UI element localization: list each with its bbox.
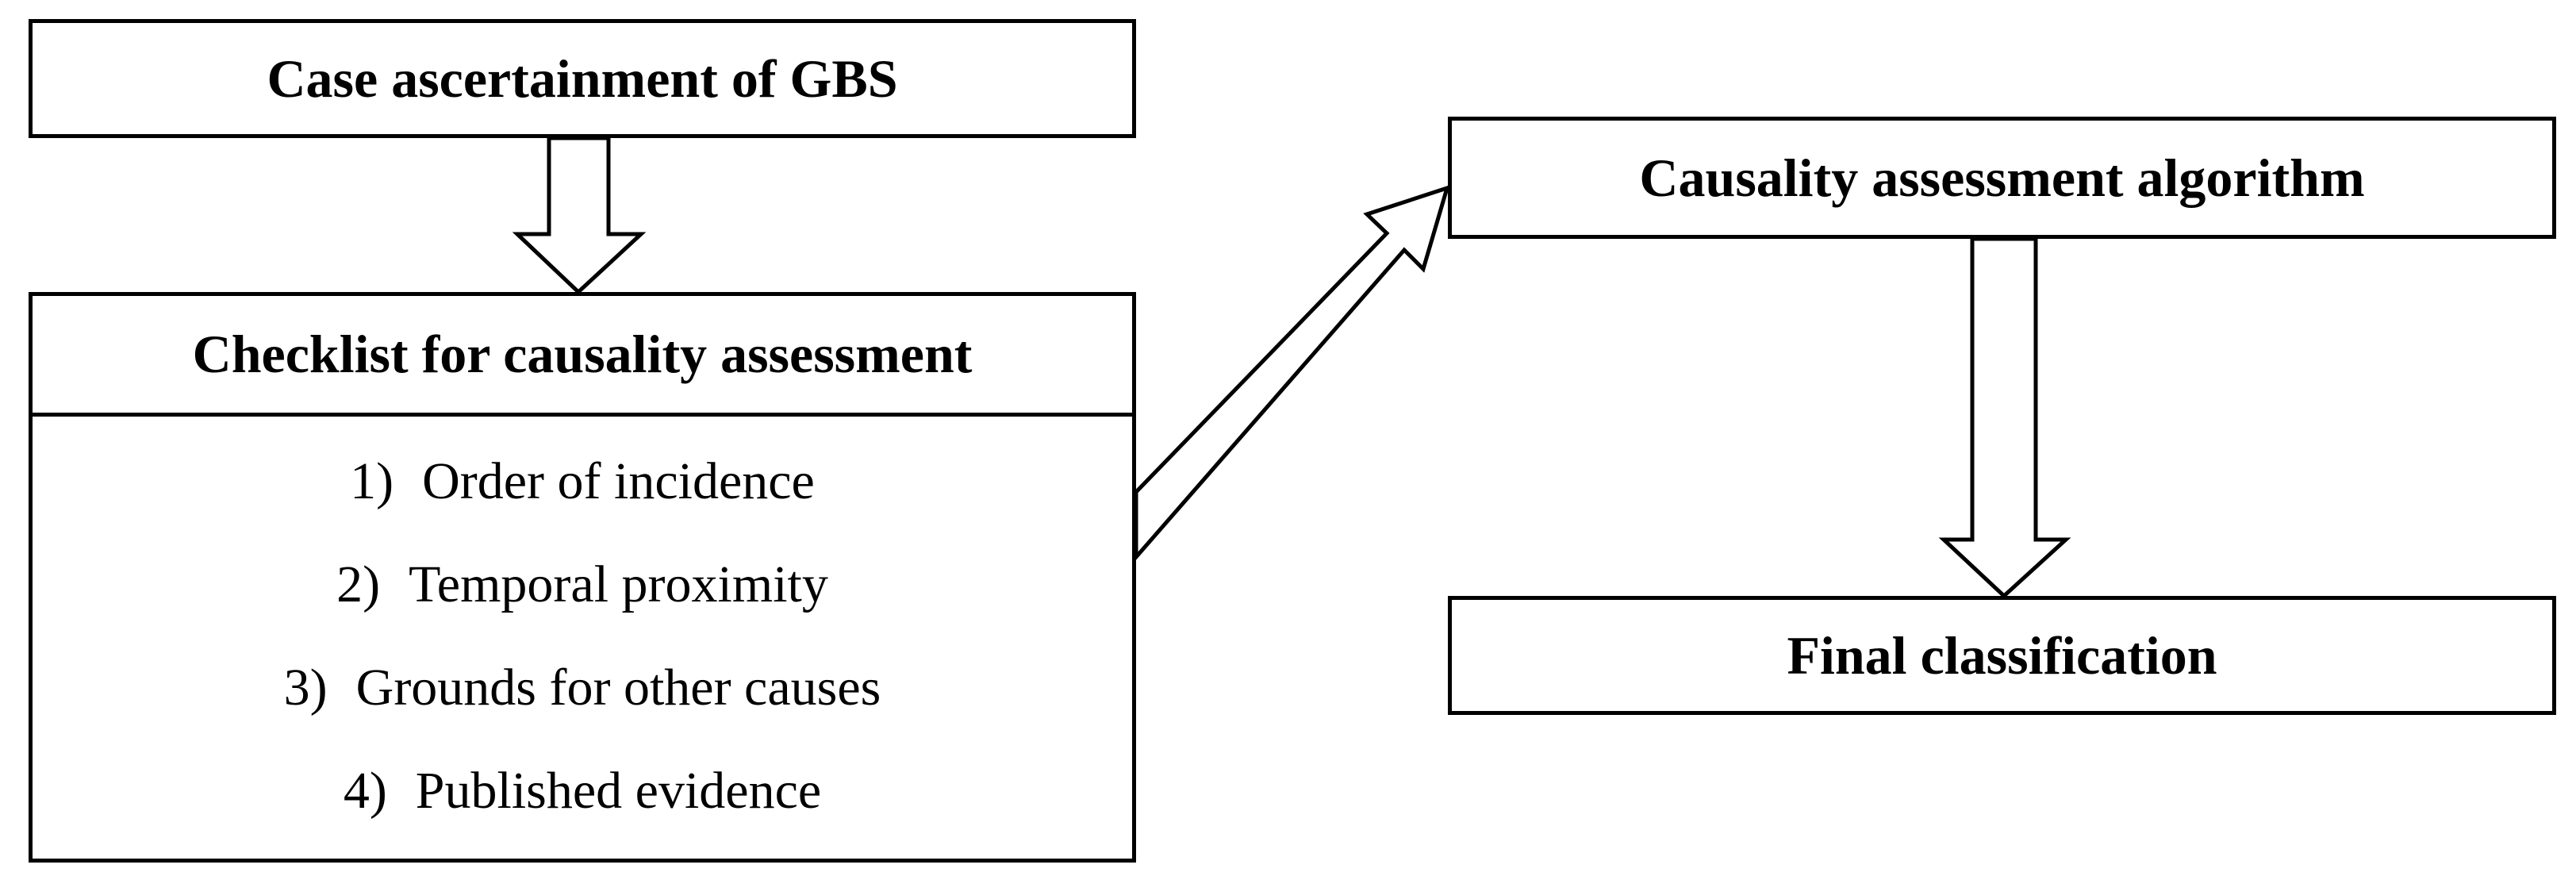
checklist-item: 2) Temporal proximity xyxy=(33,553,1132,617)
final-classification-box: Final classification xyxy=(1448,596,2556,715)
checklist-box: Checklist for causality assessment 1) Or… xyxy=(29,292,1136,863)
causality-algorithm-box: Causality assessment algorithm xyxy=(1448,117,2556,239)
checklist-item: 3) Grounds for other causes xyxy=(33,656,1132,720)
checklist-items: 1) Order of incidence 2) Temporal proxim… xyxy=(33,417,1132,859)
arrow-case-to-checklist xyxy=(512,136,647,295)
arrow-algorithm-to-final xyxy=(1938,236,2071,599)
checklist-item: 4) Published evidence xyxy=(33,759,1132,823)
case-ascertainment-box: Case ascertainment of GBS xyxy=(29,19,1136,138)
checklist-item-label: Temporal proximity xyxy=(409,555,828,613)
case-ascertainment-label: Case ascertainment of GBS xyxy=(267,48,898,109)
checklist-item-number: 2) xyxy=(336,555,381,613)
checklist-title: Checklist for causality assessment xyxy=(33,296,1132,417)
checklist-item: 1) Order of incidence xyxy=(33,450,1132,513)
checklist-item-number: 4) xyxy=(343,762,387,820)
checklist-item-label: Order of incidence xyxy=(422,452,815,510)
arrow-checklist-to-algorithm-shape xyxy=(1134,185,1450,563)
checklist-item-number: 3) xyxy=(283,659,328,717)
checklist-item-label: Grounds for other causes xyxy=(355,659,881,717)
final-classification-label: Final classification xyxy=(1787,624,2217,686)
checklist-item-number: 1) xyxy=(350,452,394,510)
causality-algorithm-label: Causality assessment algorithm xyxy=(1639,147,2365,208)
checklist-item-label: Published evidence xyxy=(415,762,822,820)
